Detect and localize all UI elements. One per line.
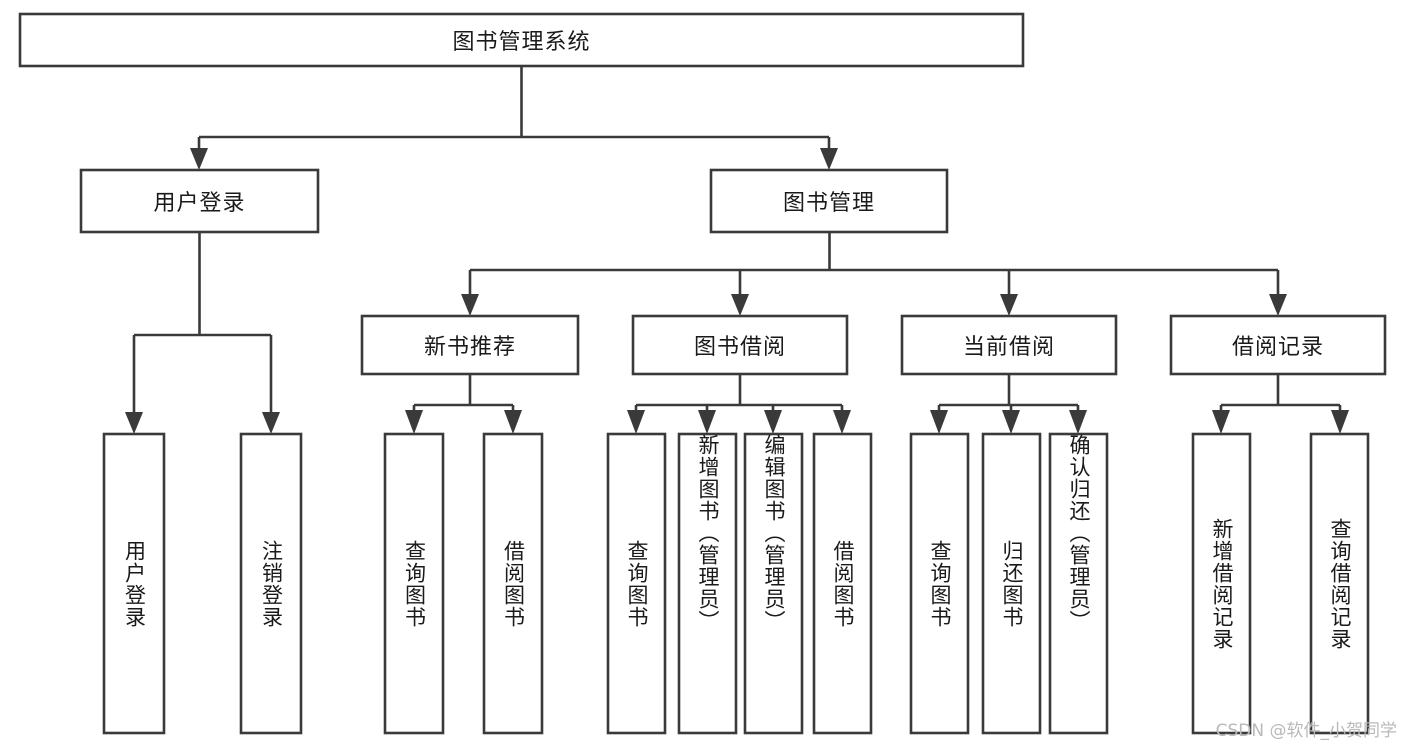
node-leaf-edit-book-admin[interactable] (743, 432, 804, 735)
arrow-head-icon (1212, 410, 1230, 434)
connector-group-current-borrow (930, 374, 1087, 434)
node-leaf-borrow-book[interactable] (812, 432, 873, 735)
csdn-watermark: CSDN @软件_小贺同学 (1215, 721, 1397, 741)
arrow-head-icon (504, 410, 522, 434)
node-leaf-return-book[interactable] (981, 432, 1042, 735)
arrow-head-icon (820, 148, 838, 170)
node-leaf-add-book-admin[interactable] (677, 432, 738, 735)
node-leaf-query-book-borrow[interactable] (606, 432, 667, 735)
node-leaf-borrow-book-rec[interactable] (482, 432, 544, 735)
connector-group-root (190, 66, 838, 170)
arrow-head-icon (1000, 294, 1018, 316)
node-book-borrow[interactable] (631, 314, 849, 376)
arrow-head-icon (764, 410, 782, 434)
connector-group-new-book-rec (405, 374, 522, 434)
connector-group-book-manage (461, 232, 1287, 316)
node-leaf-logout-login[interactable] (239, 432, 303, 735)
arrow-head-icon (1002, 410, 1020, 434)
node-user-login[interactable] (79, 168, 320, 234)
arrow-head-icon (405, 410, 423, 434)
arrow-head-icon (930, 410, 948, 434)
node-root-book-management-system[interactable] (18, 12, 1025, 68)
arrow-head-icon (627, 410, 645, 434)
node-leaf-confirm-return-admin[interactable] (1048, 432, 1109, 735)
node-borrow-record[interactable] (1169, 314, 1387, 376)
node-leaf-user-login[interactable] (102, 432, 166, 735)
arrow-head-icon (125, 412, 143, 434)
node-book-manage[interactable] (709, 168, 949, 234)
connector-group-book-borrow (627, 374, 851, 434)
arrow-head-icon (1331, 410, 1349, 434)
node-new-book-recommend[interactable] (360, 314, 580, 376)
arrow-head-icon (1269, 294, 1287, 316)
node-leaf-query-borrow-record[interactable] (1309, 432, 1370, 735)
arrow-head-icon (833, 410, 851, 434)
arrow-head-icon (262, 412, 280, 434)
arrow-head-icon (190, 148, 208, 170)
node-leaf-query-book-rec[interactable] (383, 432, 445, 735)
arrow-head-icon (1069, 410, 1087, 434)
connector-group-borrow-record (1212, 374, 1349, 434)
arrow-head-icon (731, 294, 749, 316)
node-leaf-query-book-current[interactable] (909, 432, 970, 735)
connector-group-user-login (125, 232, 280, 434)
node-current-borrow[interactable] (900, 314, 1118, 376)
node-leaf-add-borrow-record[interactable] (1191, 432, 1252, 735)
arrow-head-icon (461, 294, 479, 316)
arrow-head-icon (698, 410, 716, 434)
